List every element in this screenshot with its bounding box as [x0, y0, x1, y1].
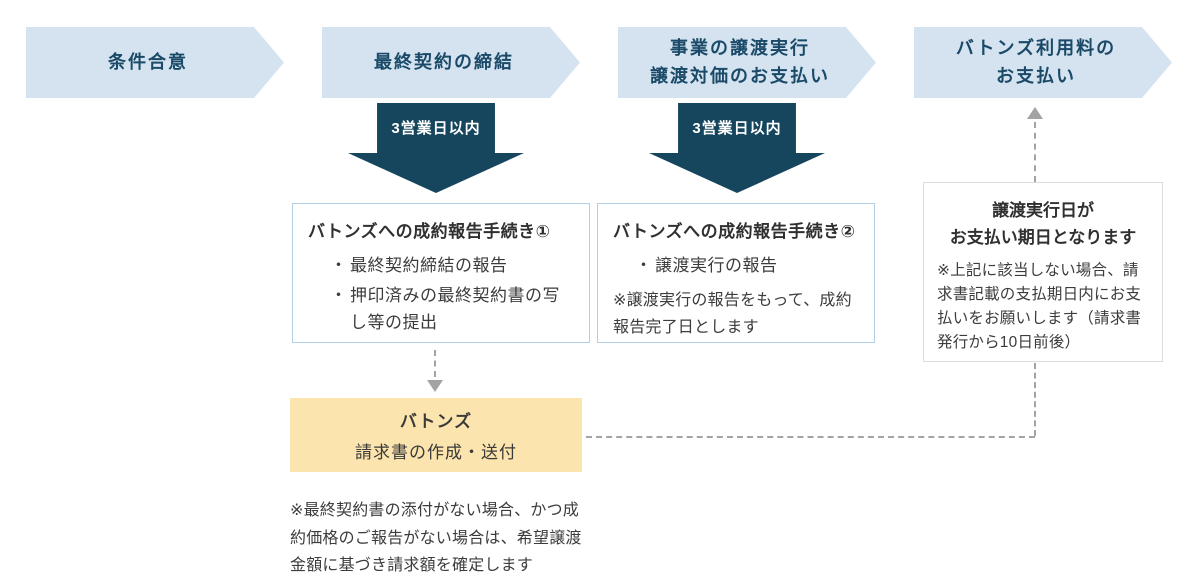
connector-payment-vertical-lower-line [1034, 363, 1036, 436]
payment-due-box: 譲渡実行日が お支払い期日となります ※上記に該当しない場合、請求書記載の支払期… [923, 182, 1163, 362]
connector-invoice-to-payment-horizontal-line [586, 436, 1035, 438]
step-4-label-line2: お支払い [996, 65, 1076, 86]
deadline-arrow-1-label: 3営業日以内 [391, 120, 481, 137]
report-procedure-box-1: バトンズへの成約報告手続き① 最終契約締結の報告 押印済みの最終契約書の写し等の… [292, 203, 590, 343]
payment-due-title-line2: お支払い期日となります [949, 228, 1137, 248]
report-box-2-bullet-1: 譲渡実行の報告 [635, 252, 859, 279]
invoice-box: バトンズ 請求書の作成・送付 [290, 398, 582, 472]
connector-report1-to-invoice-arrowhead-icon [427, 380, 443, 392]
deadline-arrow-2: 3営業日以内 [649, 103, 825, 193]
deadline-arrow-2-label: 3営業日以内 [692, 120, 782, 137]
report-procedure-box-2: バトンズへの成約報告手続き② 譲渡実行の報告 ※譲渡実行の報告をもって、成約報告… [597, 203, 875, 343]
connector-report1-to-invoice-line [434, 350, 436, 377]
report-box-1-bullet-1: 最終契約締結の報告 [330, 252, 574, 279]
invoice-box-subtitle: 請求書の作成・送付 [355, 443, 517, 462]
step-1-label: 条件合意 [108, 51, 188, 72]
step-chevron-4: バトンズ利用料の お支払い [914, 27, 1172, 98]
report-box-1-bullets: 最終契約締結の報告 押印済みの最終契約書の写し等の提出 [308, 252, 574, 337]
step-2-label: 最終契約の締結 [374, 51, 514, 72]
payment-due-title: 譲渡実行日が お支払い期日となります [937, 197, 1149, 251]
step-chevron-3: 事業の譲渡実行 譲渡対価のお支払い [618, 27, 876, 98]
report-box-1-title: バトンズへの成約報告手続き① [308, 222, 551, 241]
step-chevron-2: 最終契約の締結 [322, 27, 580, 98]
step-3-label: 事業の譲渡実行 [670, 37, 810, 58]
connector-to-step4-arrowhead-icon [1027, 107, 1043, 119]
report-box-1-bullet-2: 押印済みの最終契約書の写し等の提出 [330, 282, 574, 336]
payment-due-note: ※上記に該当しない場合、請求書記載の支払期日内にお支払いをお願いします（請求書発… [937, 262, 1142, 352]
invoice-box-title: バトンズ [399, 412, 473, 431]
connector-payment-vertical-upper-line [1034, 122, 1036, 182]
payment-due-title-line1: 譲渡実行日が [992, 201, 1094, 220]
report-box-2-note: ※譲渡実行の報告をもって、成約報告完了日とします [613, 292, 852, 337]
deadline-arrow-1: 3営業日以内 [348, 103, 524, 193]
report-box-2-title: バトンズへの成約報告手続き② [613, 222, 856, 241]
report-box-2-bullets: 譲渡実行の報告 [613, 252, 859, 279]
step-chevron-1: 条件合意 [26, 27, 284, 98]
step-4-label: バトンズ利用料の [955, 37, 1117, 58]
invoice-footnote: ※最終契約書の添付がない場合、かつ成約価格のご報告がない場合は、希望譲渡金額に基… [290, 502, 582, 575]
step-3-label-line2: 譲渡対価のお支払い [650, 65, 830, 86]
